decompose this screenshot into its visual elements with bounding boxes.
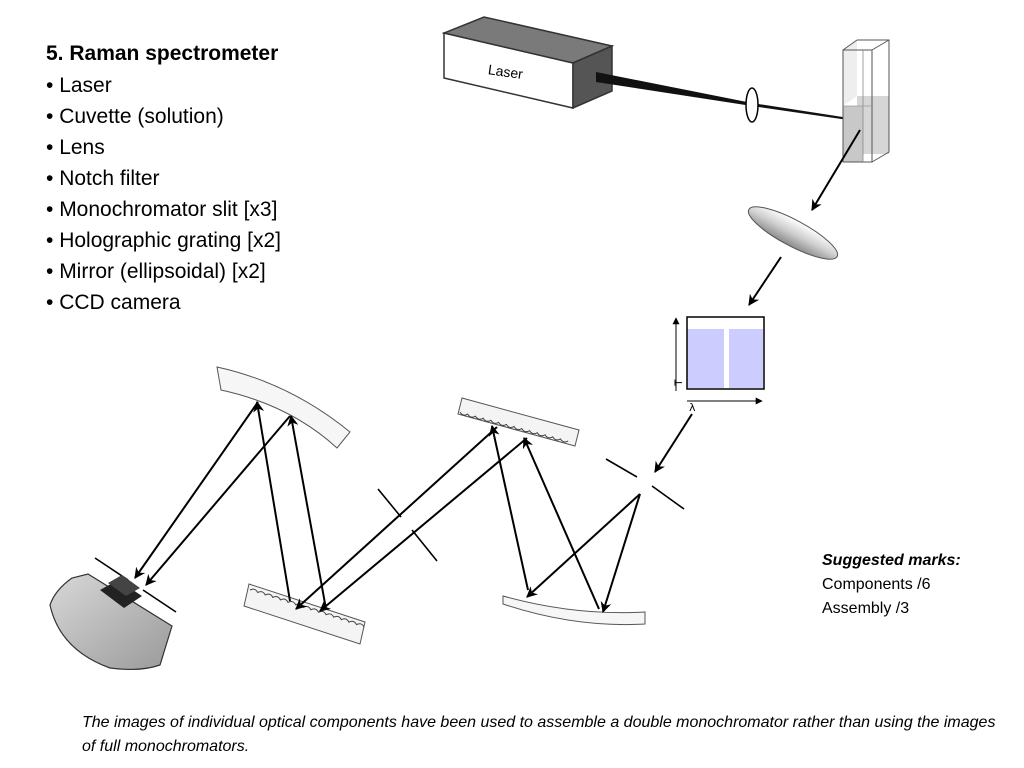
laser-beam — [596, 72, 752, 106]
laser-label: Laser — [487, 61, 524, 82]
entrance-slit — [605, 458, 685, 510]
component-item-grating: Holographic grating [x2] — [46, 225, 281, 256]
beam-paths — [134, 129, 861, 614]
suggested-marks: Suggested marks: Components /6 Assembly … — [822, 549, 961, 621]
component-item-cuvette: Cuvette (solution) — [46, 101, 281, 132]
wavelength-axis-label: λ — [689, 401, 696, 414]
component-list: Laser Cuvette (solution) Lens Notch filt… — [46, 70, 281, 318]
component-item-lens: Lens — [46, 132, 281, 163]
holographic-grating-1 — [457, 397, 580, 447]
component-item-laser: Laser — [46, 70, 281, 101]
component-item-notch-filter: Notch filter — [46, 163, 281, 194]
caption: The images of individual optical compone… — [82, 714, 996, 755]
marks-assembly: Assembly /3 — [822, 600, 910, 617]
marks-components: Components /6 — [822, 576, 931, 593]
middle-slit — [377, 488, 438, 562]
laser-unit: Laser — [441, 16, 615, 110]
mirror-ellipsoidal-2 — [216, 366, 351, 449]
mirror-ellipsoidal-1 — [502, 595, 646, 626]
cuvette — [842, 39, 890, 163]
ccd-camera — [49, 573, 173, 671]
component-item-mirror: Mirror (ellipsoidal) [x2] — [46, 256, 281, 287]
slide-title: 5. Raman spectrometer — [46, 42, 279, 65]
component-item-slit: Monochromator slit [x3] — [46, 194, 281, 225]
focusing-lens — [745, 87, 759, 123]
notch-filter: T λ — [672, 316, 765, 414]
transmission-axis-label: T — [673, 379, 685, 386]
collection-lens — [747, 206, 839, 260]
holographic-grating-2 — [243, 583, 366, 645]
marks-heading: Suggested marks: — [822, 552, 961, 569]
component-item-ccd: CCD camera — [46, 287, 281, 318]
